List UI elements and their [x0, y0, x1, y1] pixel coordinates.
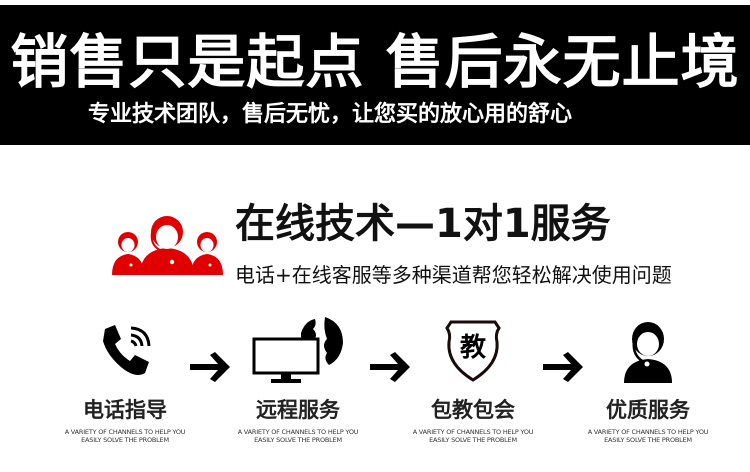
banner-title: 销售只是起点 售后永无止境 — [10, 28, 740, 96]
step-label: 电话指导 — [83, 398, 167, 422]
arrow-right-icon — [190, 352, 230, 382]
step-remote-service: 远程服务 A VARIETY OF CHANNELS TO HELP YOU E… — [233, 315, 363, 444]
arrow-right-icon — [543, 352, 583, 382]
step-label: 优质服务 — [606, 398, 690, 422]
step-quality-service: 优质服务 A VARIETY OF CHANNELS TO HELP YOU E… — [583, 315, 713, 444]
customer-support-team-icon — [112, 216, 223, 275]
step-caption: A VARIETY OF CHANNELS TO HELP YOU EASILY… — [237, 428, 359, 444]
arrow-right-icon — [370, 352, 410, 382]
step-caption: A VARIETY OF CHANNELS TO HELP YOU EASILY… — [64, 428, 186, 444]
service-title: 在线技术—1对1服务 — [235, 201, 611, 247]
step-label: 包教包会 — [431, 398, 515, 422]
step-teach-until-learned: 教 包教包会 A VARIETY OF CHANNELS TO HELP YOU… — [408, 315, 538, 444]
service-subtitle: 电话+在线客服等多种渠道帮您轻松解决使用问题 — [235, 263, 672, 287]
teach-shield-icon: 教 — [445, 320, 501, 382]
top-banner: 销售只是起点 售后永无止境 专业技术团队，售后无忧，让您买的放心用的舒心 — [0, 5, 750, 145]
svg-text:教: 教 — [460, 333, 486, 363]
banner-subtitle: 专业技术团队，售后无忧，让您买的放心用的舒心 — [88, 102, 573, 127]
step-label: 远程服务 — [256, 398, 340, 422]
support-agent-icon — [624, 322, 672, 383]
step-caption: A VARIETY OF CHANNELS TO HELP YOU EASILY… — [587, 428, 709, 444]
step-caption: A VARIETY OF CHANNELS TO HELP YOU EASILY… — [412, 428, 534, 444]
remote-monitor-globe-icon — [252, 317, 343, 383]
step-phone-guidance: 电话指导 A VARIETY OF CHANNELS TO HELP YOU E… — [60, 315, 190, 444]
phone-icon — [103, 325, 151, 375]
